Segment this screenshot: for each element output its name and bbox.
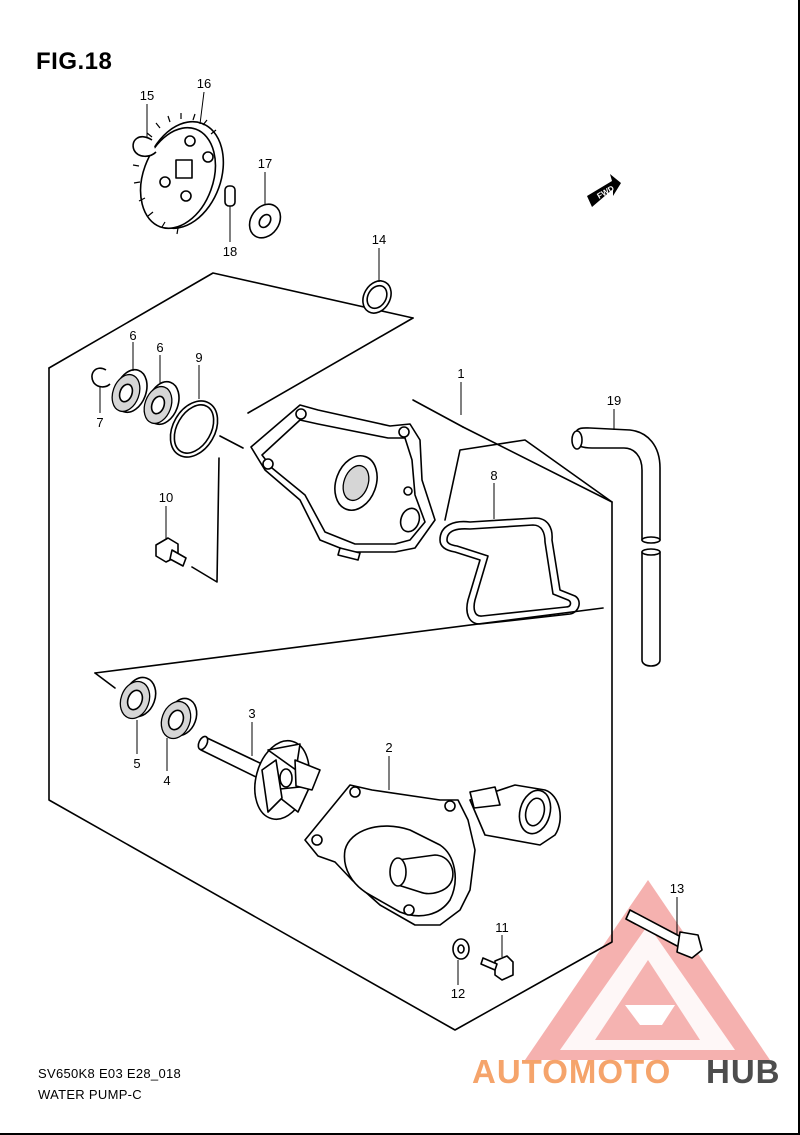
callout-4: 4 — [163, 773, 170, 788]
watermark-logo — [525, 880, 770, 1060]
callout-18: 18 — [223, 244, 237, 259]
washer-12 — [452, 938, 470, 960]
callout-numbers: 15 16 17 18 14 6 6 9 7 10 1 8 19 5 4 3 2… — [96, 76, 684, 1001]
bolt-10 — [155, 537, 187, 567]
callout-12: 12 — [451, 986, 465, 1001]
part-title: WATER PUMP-C — [38, 1087, 142, 1102]
callout-10: 10 — [159, 490, 173, 505]
o-ring-9 — [169, 400, 219, 458]
pump-body-2 — [304, 784, 561, 926]
mechanical-seal-4 — [160, 697, 198, 740]
gasket-8 — [439, 517, 580, 625]
o-ring-14 — [362, 280, 392, 314]
callout-13: 13 — [670, 881, 684, 896]
assembly-outline — [48, 272, 613, 1031]
callout-19: 19 — [607, 393, 621, 408]
callout-11: 11 — [495, 920, 509, 935]
washer-17 — [248, 203, 282, 239]
watermark-text: AUTOMOTO HUB — [472, 1053, 781, 1090]
callout-8: 8 — [490, 468, 497, 483]
bolt-11 — [480, 955, 514, 981]
oil-seal-5 — [119, 676, 157, 720]
callout-6b: 6 — [156, 340, 163, 355]
leader-lines — [99, 91, 678, 985]
figure-title: FIG.18 — [36, 48, 113, 75]
bearing-6b — [143, 380, 180, 426]
bolt-13 — [625, 909, 703, 959]
fwd-arrow-tag: FWD — [587, 174, 621, 207]
impeller-3 — [197, 735, 321, 821]
circlip-7 — [91, 367, 111, 388]
callout-9: 9 — [195, 350, 202, 365]
callout-5: 5 — [133, 756, 140, 771]
pin-18 — [224, 185, 236, 207]
water-pump-sprocket — [132, 113, 225, 235]
callout-14: 14 — [372, 232, 386, 247]
callout-7: 7 — [96, 415, 103, 430]
callout-15: 15 — [140, 88, 154, 103]
bearing-6a — [111, 368, 148, 414]
callout-1: 1 — [457, 366, 464, 381]
callout-16: 16 — [197, 76, 211, 91]
callout-17: 17 — [258, 156, 272, 171]
pump-case-1 — [250, 404, 436, 561]
watermark-text-b: HUB — [706, 1053, 781, 1090]
hose-19 — [571, 427, 661, 667]
callout-6a: 6 — [129, 328, 136, 343]
watermark-text-a: AUTOMOTO — [472, 1053, 671, 1090]
circlip-15 — [132, 135, 157, 158]
model-code: SV650K8 E03 E28_018 — [38, 1066, 182, 1081]
callout-3: 3 — [248, 706, 255, 721]
callout-2: 2 — [385, 740, 392, 755]
